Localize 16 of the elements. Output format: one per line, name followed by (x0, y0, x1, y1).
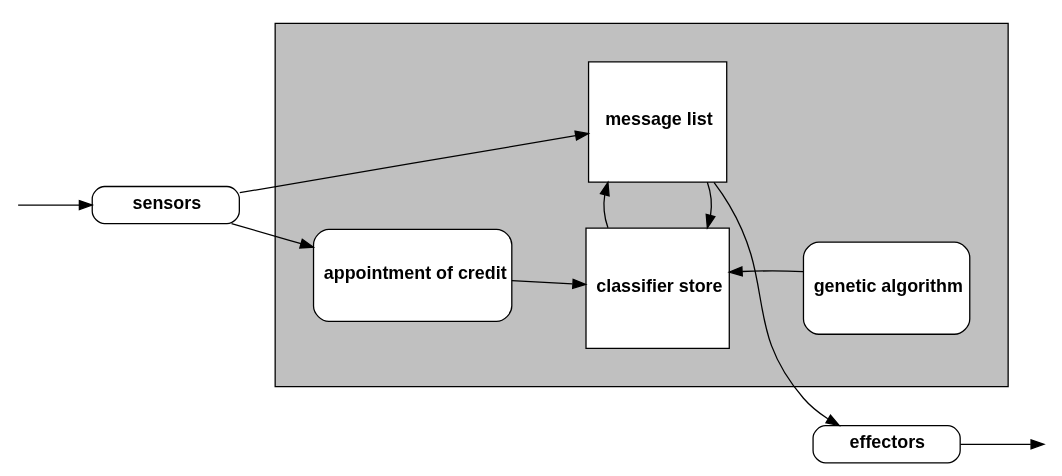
arrow (959, 438, 1046, 450)
node-box: classifier store (585, 227, 730, 349)
node-box: effectors (812, 425, 961, 464)
arrow (17, 199, 95, 211)
node-box: sensors (91, 185, 240, 225)
arrow (727, 266, 804, 277)
node-box: message list (587, 61, 728, 183)
arrow (713, 181, 841, 427)
arrow (705, 181, 716, 230)
arrow (239, 130, 591, 194)
arrow (511, 278, 588, 290)
node-box: appointment of credit (312, 228, 513, 323)
cluster (274, 22, 1009, 388)
arrow (599, 180, 610, 229)
arrow (230, 223, 316, 249)
node-box: genetic algorithm (802, 241, 971, 335)
